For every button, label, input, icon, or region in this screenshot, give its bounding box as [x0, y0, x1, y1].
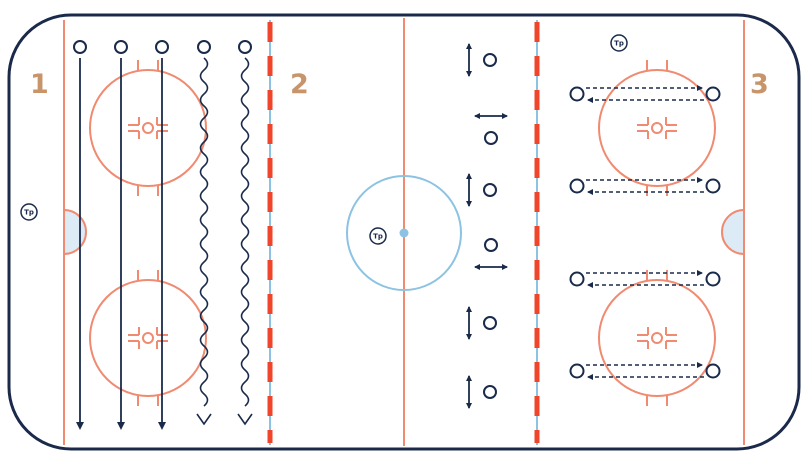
open-arrowhead: [196, 413, 212, 426]
coach-marker-right: Tp: [610, 34, 628, 52]
puck-carry-path: [240, 57, 250, 407]
zone-faceoff-circles: [89, 60, 716, 406]
zone-label-1: 1: [30, 69, 49, 100]
drill-paths: [73, 40, 721, 430]
player-circle: [705, 178, 721, 194]
coach-marker-label: Tp: [24, 209, 34, 217]
player-circle: [238, 40, 252, 54]
zone-faceoff-circle: [598, 270, 716, 406]
player-circle: [483, 53, 497, 67]
player-circle: [155, 40, 169, 54]
player-circle: [705, 271, 721, 287]
zone-label-2: 2: [290, 69, 309, 100]
player-circle: [569, 86, 585, 102]
zone-faceoff-circle: [598, 60, 716, 196]
center-faceoff-circle: [346, 175, 462, 291]
coach-marker-label: Tp: [614, 40, 624, 48]
coach-marker-label: Tp: [373, 233, 383, 241]
zone-faceoff-circle: [89, 60, 207, 196]
player-circle: [73, 40, 87, 54]
player-circle: [705, 86, 721, 102]
coach-marker-left: Tp: [20, 203, 38, 221]
player-circle: [483, 316, 497, 330]
player-circle: [114, 40, 128, 54]
player-circle: [569, 178, 585, 194]
player-circle: [569, 271, 585, 287]
player-circle: [197, 40, 211, 54]
center-faceoff-dot: [399, 228, 409, 238]
puck-carry-path: [199, 57, 209, 407]
player-circle: [569, 363, 585, 379]
zone-label-3: 3: [750, 69, 769, 100]
player-circle: [483, 183, 497, 197]
goal-crease-right: [721, 208, 745, 256]
player-circle: [705, 363, 721, 379]
player-circle: [484, 131, 498, 145]
player-circle: [484, 238, 498, 252]
open-arrowhead: [237, 413, 253, 426]
player-circle: [483, 385, 497, 399]
coach-marker-center: Tp: [369, 227, 387, 245]
zone-faceoff-circle: [89, 270, 207, 406]
